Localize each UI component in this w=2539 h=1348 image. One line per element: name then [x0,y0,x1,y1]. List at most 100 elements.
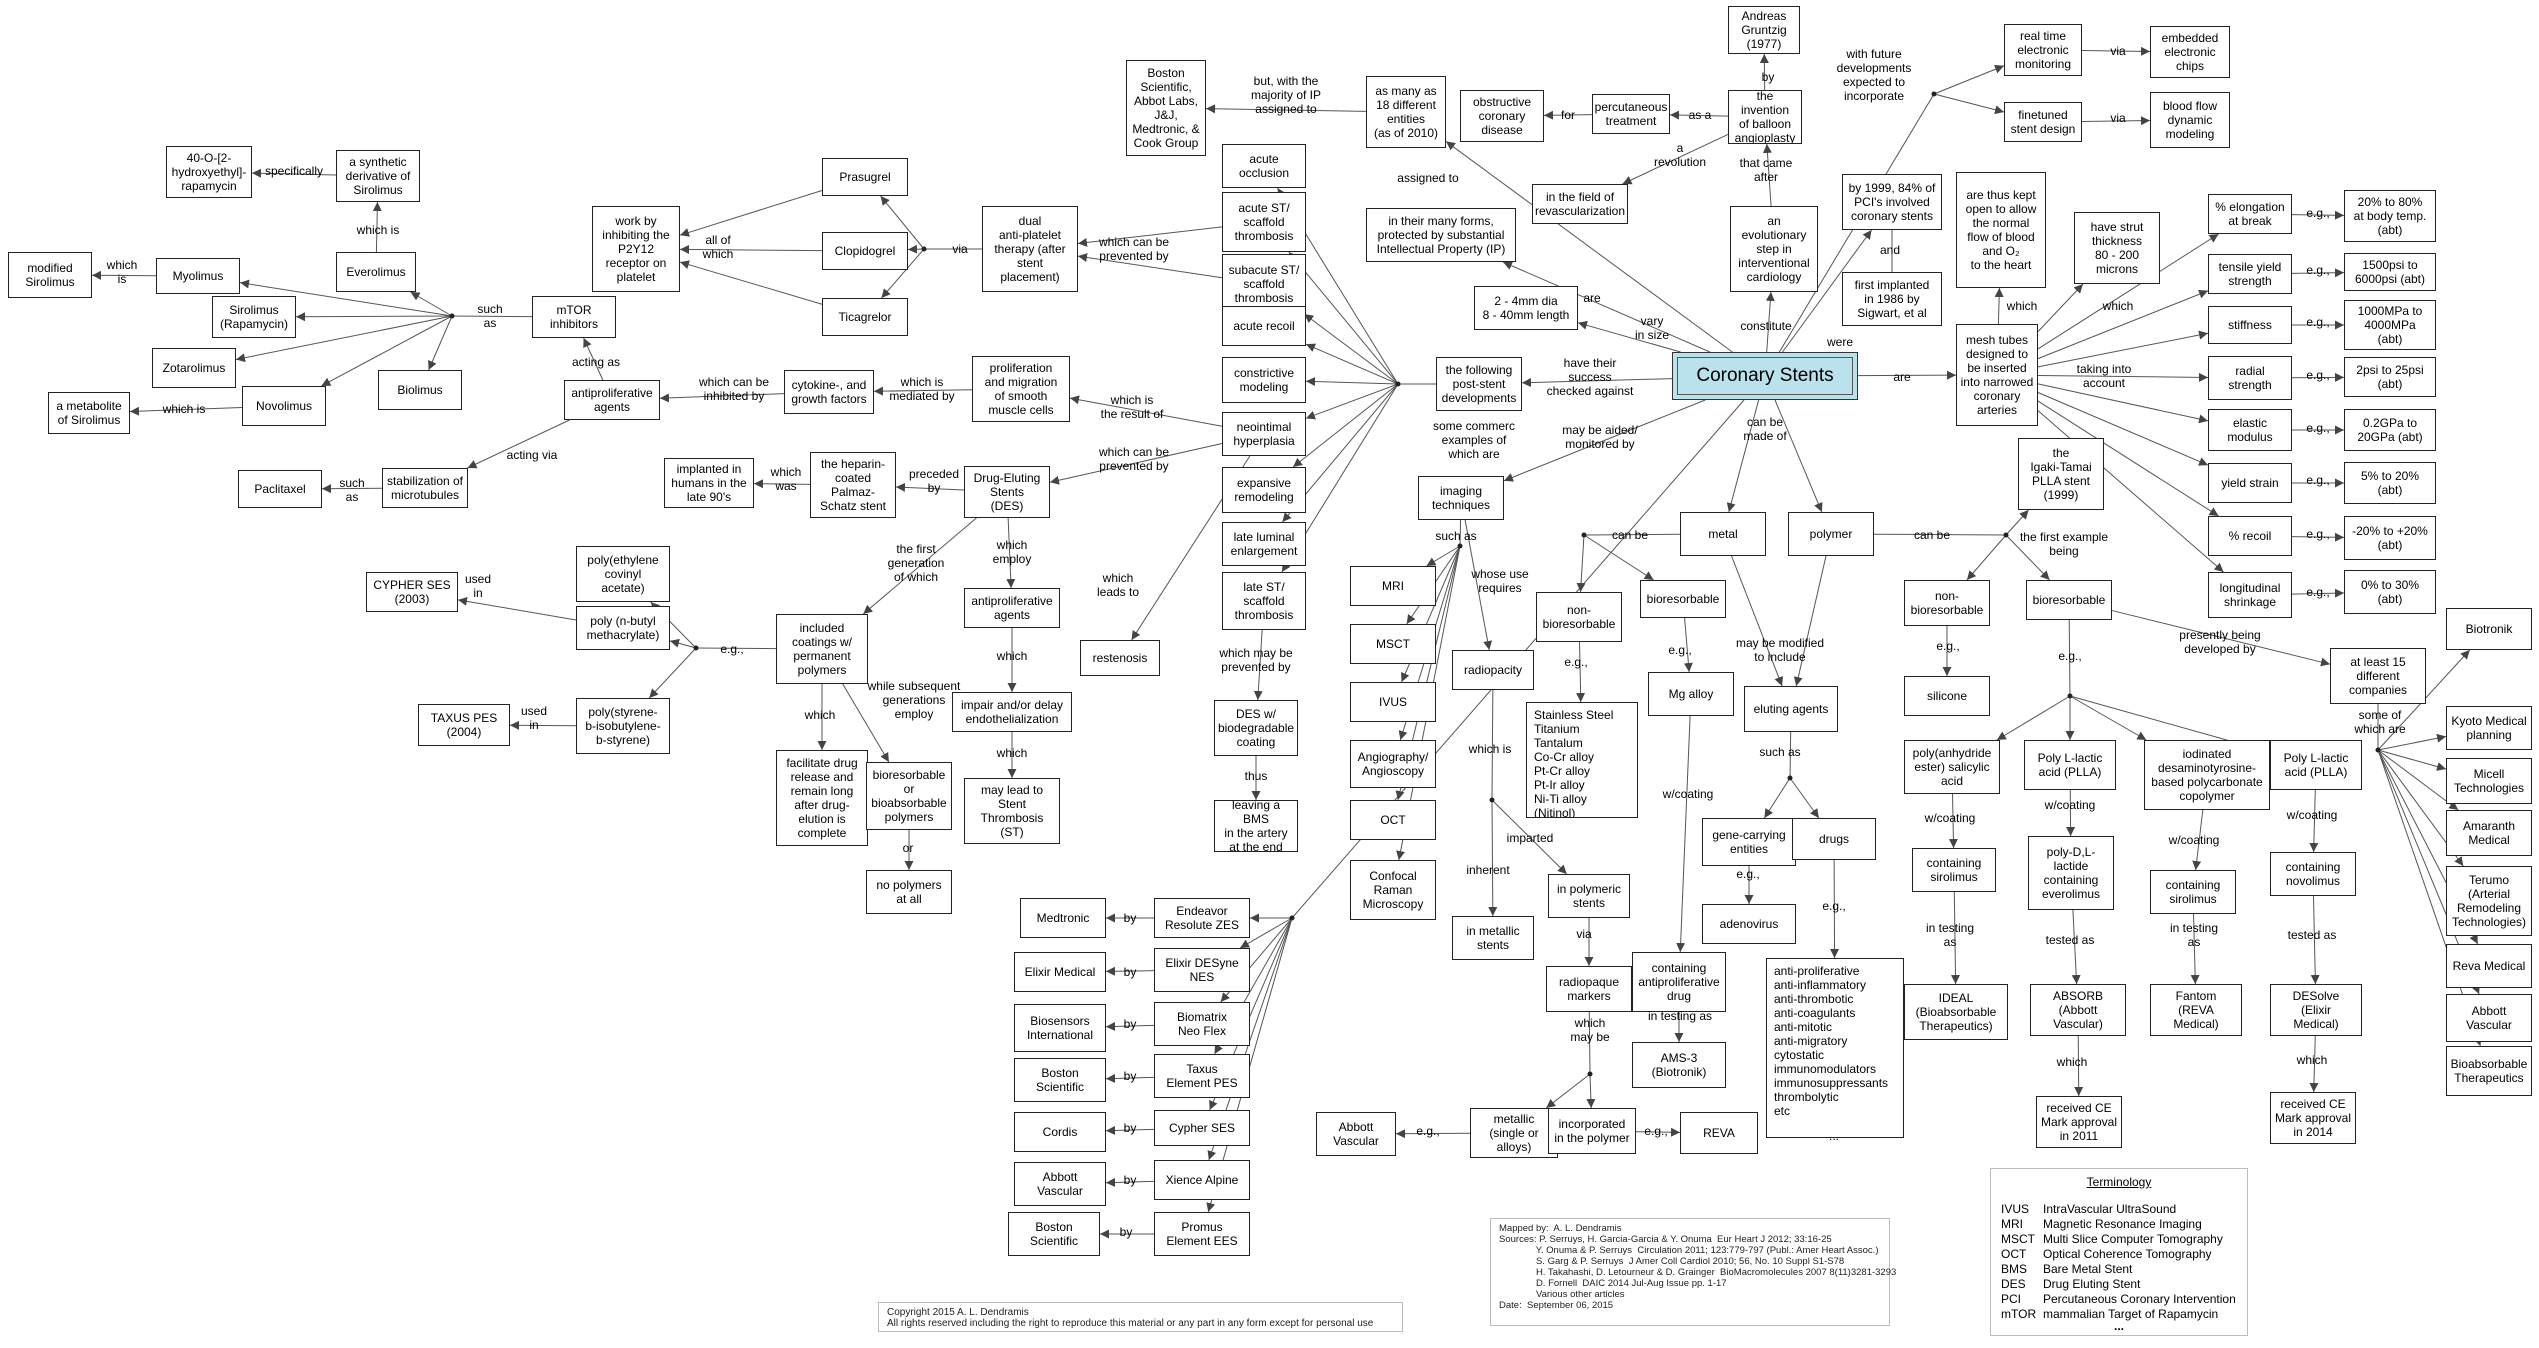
concept-node-acute-occl: acute occlusion [1222,144,1306,188]
concept-node-fantom: Fantom (REVA Medical) [2150,984,2242,1036]
rights-text: All rights reserved including the right … [887,1318,1374,1329]
link-label-by2: by [1123,965,1137,979]
mapped-by-text: Mapped by: A. L. Dendramis [1499,1223,1622,1234]
link-label-used-in2: used in [520,704,548,732]
concept-node-yield-v: 5% to 20% (abt) [2344,462,2436,504]
link-label-aided: may be aided/ monitored by [1562,423,1638,451]
concept-node-inmetallic: in metallic stents [1452,916,1534,960]
connector-h_mark-metallic [1545,1073,1591,1109]
link-label-prevented3: which may be prevented by [1219,646,1293,674]
connector-h_poly-pbma [669,638,697,649]
link-label-presently: presently being developed by [2179,628,2261,656]
concept-node-cont-sir1: containing sirolimus [1912,848,1996,892]
link-label-in-testing-ams: in testing as [1647,1009,1713,1023]
link-label-eg-elong: e.g., [2306,206,2330,220]
concept-node-center: Coronary Stents [1672,352,1858,400]
link-label-are2: are [1893,370,1911,384]
concept-node-recoil: % recoil [2208,516,2292,556]
concept-node-metal: metal [1680,512,1766,556]
concept-node-clopidogrel: Clopidogrel [822,232,908,270]
link-label-such-as-elut: such as [1759,745,1801,759]
concept-node-taxus2004: TAXUS PES (2004) [418,704,510,746]
term-def: mammalian Target of Rapamycin [2043,1307,2219,1321]
concept-node-endeavor: Endeavor Resolute ZES [1154,898,1250,938]
connector-h_metal-nonbio [1576,534,1586,593]
concept-node-elixir-nes: Elixir DESyne NES [1154,948,1250,992]
concept-node-bioresorb-p: bioresorbable [2026,580,2112,620]
link-label-used-in1: used in [464,572,492,600]
concept-node-elong: % elongation at break [2208,194,2292,234]
link-label-which-is-rad: which is [1468,742,1512,756]
concept-node-obstructive: obstructive coronary disease [1460,90,1544,142]
concept-node-prasugrel: Prasugrel [822,158,908,196]
concept-node-silicone: silicone [1904,676,1990,716]
concept-node-bioresorbable: bioresorbable [1640,580,1726,618]
concept-node-markers: radiopaque markers [1546,966,1632,1012]
connector-h_mark-incorporated [1586,1073,1596,1109]
concept-node-coatings: included coatings w/ permanent polymers [776,614,868,684]
concept-node-late-lumen: late luminal enlargement [1222,522,1306,566]
concept-node-adenovirus: adenovirus [1702,904,1796,944]
concept-node-strut: have strut thickness 80 - 200 microns [2074,212,2160,284]
connector-h_mtor-everolimus [410,291,453,317]
link-label-eg-mg: e.g., [1668,643,1692,657]
concept-node-boston1: Boston Scientific [1014,1058,1106,1102]
link-label-which-fac: which [804,708,836,722]
link-label-eg-steels: e.g., [1564,655,1588,669]
link-label-which-may-be: which may be [1570,1016,1610,1044]
concept-node-bms-left: leaving a BMS in the artery at the end [1214,800,1298,852]
connector-h_bio-anhydride [1996,695,2071,741]
link-label-wc1: w/coating [1924,811,1976,825]
link-label-with-future: with future developments expected to inc… [1836,47,1912,103]
concept-node-anhydride: poly(anhydride ester) salicylic acid [1904,740,2000,794]
concept-node-oct: OCT [1350,800,1436,840]
concept-node-finetuned: finetuned stent design [2004,102,2082,142]
concept-node-hydroxyethyl: 40-O-[2- hydroxyethyl]- rapamycin [166,146,252,198]
concept-node-gruntzig: Andreas Gruntzig (1977) [1728,6,1800,54]
concept-node-keptopen: are thus kept open to allow the normal f… [1956,172,2046,288]
link-label-thus: thus [1244,769,1268,783]
concept-node-bioabsorb: Bioabsorbable Therapeutics [2446,1046,2532,1096]
link-label-by6: by [1123,1173,1137,1187]
link-label-modified-include: may be modified to include [1735,636,1825,664]
term-abbr: MRI [2001,1217,2023,1231]
concept-node-polymer: polymer [1788,512,1874,556]
link-label-which2: which [2102,299,2134,313]
concept-node-elixir-med: Elixir Medical [1014,952,1106,992]
connector-h_future-finetuned [1933,93,2005,115]
link-label-eg-stiff: e.g., [2306,315,2330,329]
link-label-a-revolution: a revolution [1653,141,1707,169]
concept-node-containing-anti: containing antiproliferative drug [1632,952,1726,1012]
concept-node-iodinated: iodinated desaminotyrosine- based polyca… [2144,740,2270,810]
concept-node-ticagrelor: Ticagrelor [822,298,908,336]
concept-node-des-bio: DES w/ biodegradable coating [1214,700,1298,756]
link-label-can-be-metal: can be [1611,528,1649,542]
term-abbr: OCT [2001,1247,2027,1261]
concept-node-peva: poly(ethylene covinyl acetate) [576,546,670,602]
concept-node-tensile: tensile yield strength [2208,254,2292,294]
concept-node-cont-sir2: containing sirolimus [2150,870,2236,914]
copyright-text: Copyright 2015 A. L. Dendramis [887,1307,1029,1318]
concept-node-sigwart: first implanted in 1986 by Sigwart, et a… [1842,272,1942,326]
concept-node-igaki: the Igaki-Tamai PLLA stent (1999) [2018,438,2104,510]
concept-node-cypher2003: CYPHER SES (2003) [366,572,458,612]
concept-node-embedded: embedded electronic chips [2150,26,2230,78]
link-label-wc2: w/coating [2044,798,2096,812]
connector-h_dev-neointimal [1305,383,1399,420]
connector-clopidogrel-p2y12 [679,244,823,254]
link-label-eg-gene: e.g., [1736,867,1760,881]
connector-h_elut-genecarry [1763,777,1791,819]
link-label-first-example: the first example being [2019,530,2109,558]
concept-node-terumo: Terumo (Arterial Remodeling Technologies… [2446,866,2532,936]
junction-dot [449,313,455,319]
concept-node-following: the following post-stent developments [1436,357,1522,411]
junction-dot [1931,91,1937,97]
concept-node-evolutionary: an evolutionary step in interventional c… [1730,206,1818,292]
connector-h_dev-expansive [1292,383,1399,468]
concept-node-radiopacity: radiopacity [1452,650,1534,690]
link-label-which-st: which [996,746,1028,760]
connector-h_elut-drugs [1789,777,1820,819]
